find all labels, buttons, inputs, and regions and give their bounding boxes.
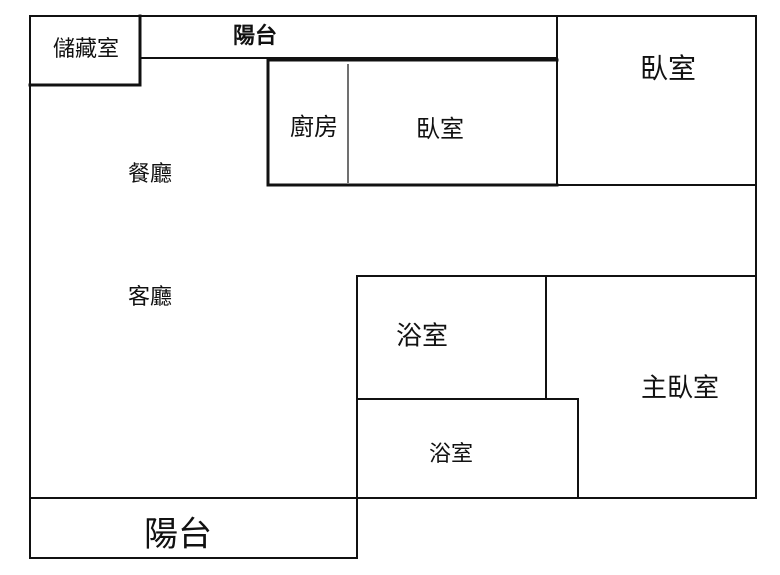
living-label: 客廳	[128, 285, 172, 310]
room-labels: 儲藏室 陽台 臥室 廚房 臥室 餐廳 客廳 浴室 主臥室 浴室 陽台	[53, 23, 719, 555]
balcony-bottom-label: 陽台	[144, 515, 212, 555]
kitchen-label: 廚房	[290, 113, 338, 141]
walls	[28, 14, 757, 559]
master-bedroom-label: 主臥室	[641, 374, 719, 404]
bath-upper-label: 浴室	[396, 322, 448, 352]
balcony-top-label: 陽台	[233, 23, 277, 49]
bath-lower-label: 浴室	[429, 442, 473, 467]
bedroom-middle-label: 臥室	[416, 115, 464, 143]
dining-label: 餐廳	[128, 162, 172, 187]
storage-label: 儲藏室	[53, 37, 119, 62]
bedroom-top-right-label: 臥室	[640, 52, 696, 85]
